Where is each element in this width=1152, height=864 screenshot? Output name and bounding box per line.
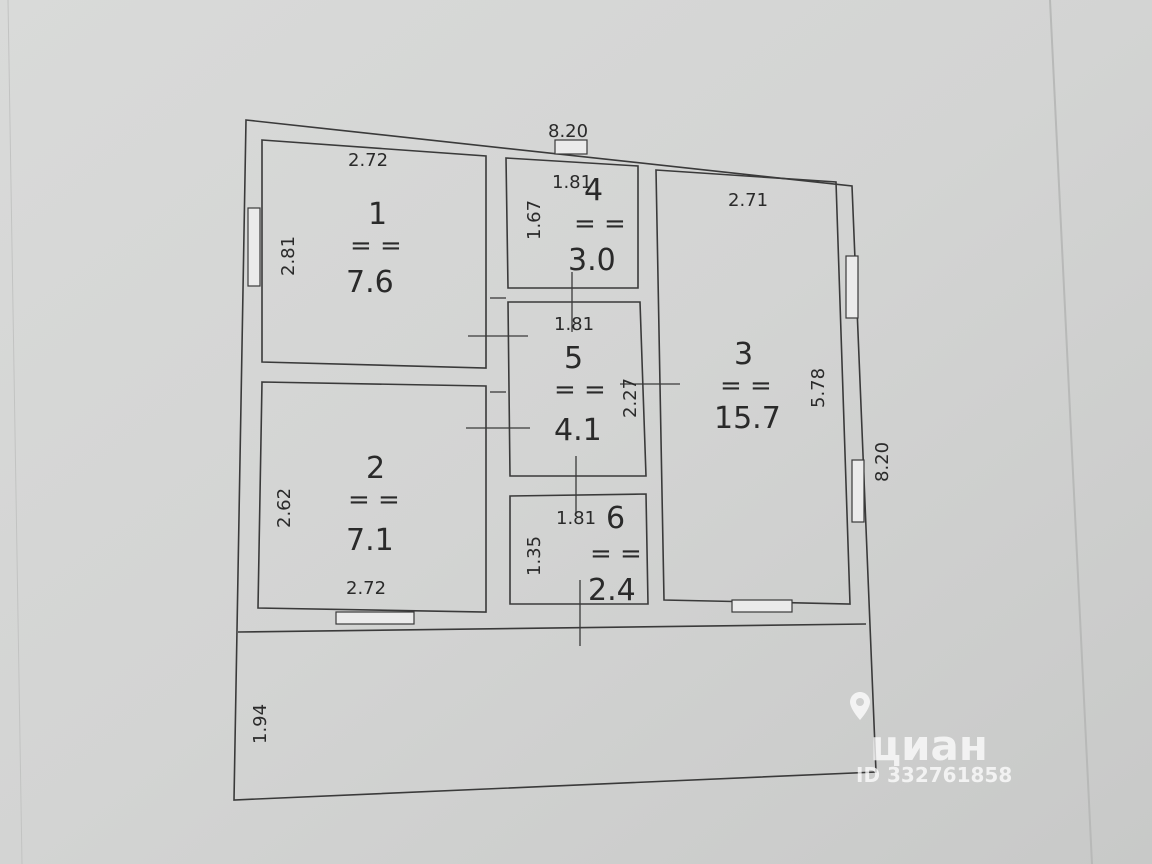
room-2-equals: = = xyxy=(348,485,400,515)
room-2: 2.62 2.72 2 = = 7.1 xyxy=(274,451,400,599)
room-1: 2.72 2.81 1 = = 7.6 xyxy=(278,150,402,300)
room-4-width: 1.81 xyxy=(552,172,592,193)
location-pin-icon xyxy=(850,692,870,720)
room-1-number: 1 xyxy=(368,197,387,232)
room-4-number: 4 xyxy=(584,173,603,208)
room-4-height: 1.67 xyxy=(524,200,545,240)
watermark-brand: циан xyxy=(870,721,988,770)
window-right-lower xyxy=(851,459,865,523)
window-left xyxy=(247,207,261,287)
room-6: 1.81 1.35 6 = = 2.4 xyxy=(524,501,642,608)
room-2-height: 2.62 xyxy=(274,488,295,528)
watermark-id: ID 332761858 xyxy=(856,763,1012,787)
room-5-area: 4.1 xyxy=(554,413,602,448)
room-1-height: 2.81 xyxy=(278,236,299,276)
paper-fold-line xyxy=(1049,0,1093,864)
room-5-width: 1.81 xyxy=(554,314,594,335)
room-1-area: 7.6 xyxy=(346,265,394,300)
room-3-area: 15.7 xyxy=(714,401,781,436)
cian-watermark: циан ID 332761858 xyxy=(850,692,1012,787)
room-5-number: 5 xyxy=(564,341,583,376)
room-5-equals: = = xyxy=(554,375,606,405)
overall-width-top: 8.20 xyxy=(548,121,588,142)
room-3-height: 5.78 xyxy=(808,368,829,408)
window-top xyxy=(554,139,588,155)
window-bottom-left xyxy=(335,611,415,625)
windows xyxy=(247,139,865,625)
room-3-width: 2.71 xyxy=(728,190,768,211)
paper-edge-left xyxy=(7,0,23,864)
window-right-upper xyxy=(845,255,859,319)
room-6-area: 2.4 xyxy=(588,573,636,608)
door-marks xyxy=(466,272,680,646)
room-2-number: 2 xyxy=(366,451,385,486)
room-5-height: 2.27 xyxy=(620,378,641,418)
room-3: 2.71 5.78 3 = = 15.7 xyxy=(714,190,829,436)
room-1-width: 2.72 xyxy=(348,150,388,171)
room-1-equals: = = xyxy=(350,231,402,261)
window-bottom-right xyxy=(731,599,793,613)
room-6-height: 1.35 xyxy=(524,536,545,576)
building-outline xyxy=(233,119,877,801)
room-4-equals: = = xyxy=(574,209,626,239)
room-6-number: 6 xyxy=(606,501,625,536)
room-6-equals: = = xyxy=(590,539,642,569)
room-5: 1.81 2.27 5 = = 4.1 xyxy=(554,314,641,448)
overall-width-right: 8.20 xyxy=(872,442,893,482)
room-6-width: 1.81 xyxy=(556,508,596,529)
terrace-depth: 1.94 xyxy=(250,704,271,744)
room-2-width: 2.72 xyxy=(346,578,386,599)
room-3-equals: = = xyxy=(720,371,772,401)
room-4-area: 3.0 xyxy=(568,243,616,278)
room-3-number: 3 xyxy=(734,337,753,372)
room-4: 1.81 1.67 4 = = 3.0 xyxy=(524,172,626,278)
room-2-area: 7.1 xyxy=(346,523,394,558)
